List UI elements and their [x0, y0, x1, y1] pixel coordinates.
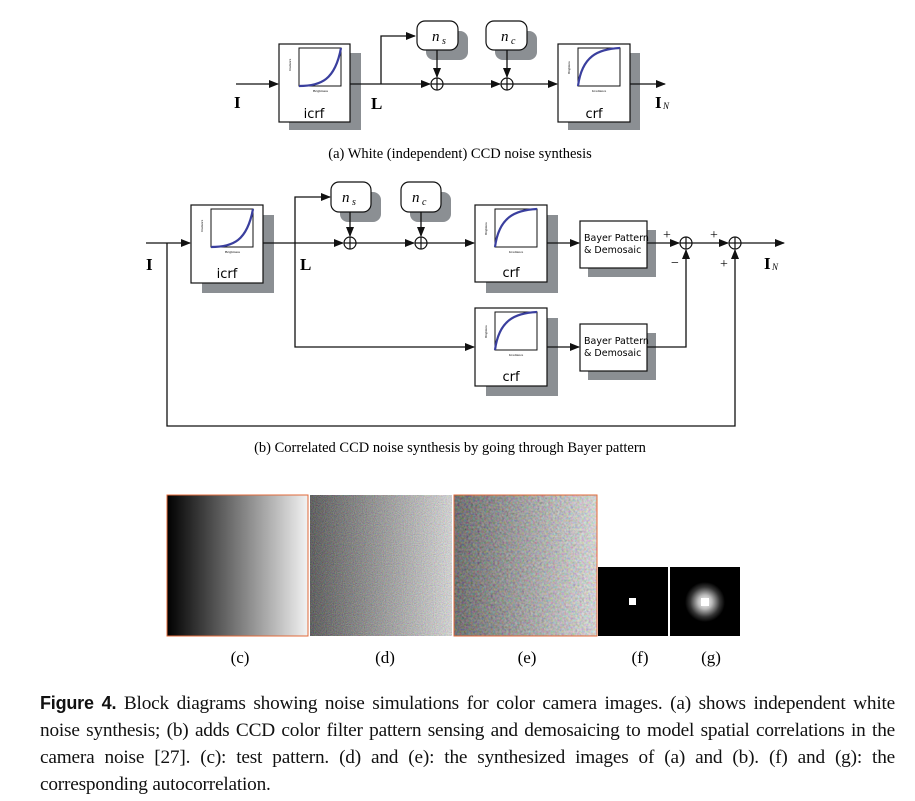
noise-s-symbol: n	[432, 29, 440, 45]
crf-block: crf	[557, 43, 640, 130]
panel-g-autocorrelation	[670, 567, 740, 636]
demosaic-label: & Demosaic	[584, 348, 641, 359]
panel-c-test-pattern	[166, 494, 309, 637]
sum-node	[430, 77, 444, 91]
noise-c-symbol: n	[501, 29, 509, 45]
icrf-label: icrf	[304, 107, 325, 122]
panel-f-autocorrelation	[598, 567, 668, 636]
diagram-b: I icrf L n s n c	[146, 181, 785, 456]
minus-sign: −	[671, 256, 679, 271]
mid-label: L	[300, 255, 311, 274]
panel-d-white-noise	[310, 495, 452, 636]
plus-sign: +	[720, 257, 728, 272]
crf-label: crf	[585, 107, 602, 122]
bayer-label: Bayer Pattern	[584, 233, 649, 244]
output-label: I	[655, 93, 662, 112]
label-d: (d)	[375, 648, 395, 667]
noise-s-subscript: s	[442, 36, 446, 47]
caption-a: (a) White (independent) CCD noise synthe…	[328, 146, 592, 162]
caption-b: (b) Correlated CCD noise synthesis by go…	[254, 440, 647, 456]
demosaic-label: & Demosaic	[584, 245, 641, 256]
difference-node	[679, 236, 693, 250]
output-label: I	[764, 254, 771, 273]
icrf-label: icrf	[217, 267, 238, 282]
plus-sign: +	[663, 228, 671, 243]
output-subscript: N	[662, 101, 670, 111]
noise-c-subscript: c	[511, 36, 516, 47]
figure-caption-text: Block diagrams showing noise simulations…	[40, 693, 896, 795]
input-label: I	[234, 93, 241, 112]
noise-s-block: n s	[416, 20, 468, 60]
output-subscript: N	[771, 262, 779, 272]
panel-e-correlated-noise	[453, 494, 598, 637]
plus-sign: +	[710, 228, 718, 243]
image-row: (c) (d) (e) (f) (g)	[166, 494, 740, 667]
bayer-label: Bayer Pattern	[584, 336, 649, 347]
figure-label: Figure 4.	[40, 693, 117, 713]
noise-s-block: n s	[330, 181, 381, 222]
noise-c-block: n c	[400, 181, 451, 222]
bayer-block-top: Bayer Pattern & Demosaic	[579, 220, 656, 277]
sum-node	[343, 236, 357, 250]
label-g: (g)	[701, 648, 721, 667]
sum-node	[728, 236, 742, 250]
label-f: (f)	[632, 648, 649, 667]
noise-c-block: n c	[485, 20, 537, 60]
mid-label: L	[371, 94, 382, 113]
figure-caption: Figure 4. Block diagrams showing noise s…	[40, 690, 895, 798]
noise-s-subscript: s	[352, 197, 356, 208]
icrf-block: icrf	[278, 43, 361, 130]
noise-c-symbol: n	[412, 190, 420, 206]
sum-node	[500, 77, 514, 91]
icrf-block: icrf	[190, 204, 274, 293]
input-label: I	[146, 255, 153, 274]
crf-block-bottom: crf	[474, 307, 558, 396]
label-c: (c)	[231, 648, 250, 667]
sum-node	[414, 236, 428, 250]
crf-block-top: crf	[474, 204, 558, 293]
label-e: (e)	[518, 648, 537, 667]
noise-s-symbol: n	[342, 190, 350, 206]
crf-label: crf	[502, 266, 519, 281]
noise-c-subscript: c	[422, 197, 427, 208]
diagram-a: I icrf L n s n c	[234, 20, 670, 162]
bayer-block-bottom: Bayer Pattern & Demosaic	[579, 323, 656, 380]
crf-label: crf	[502, 370, 519, 385]
